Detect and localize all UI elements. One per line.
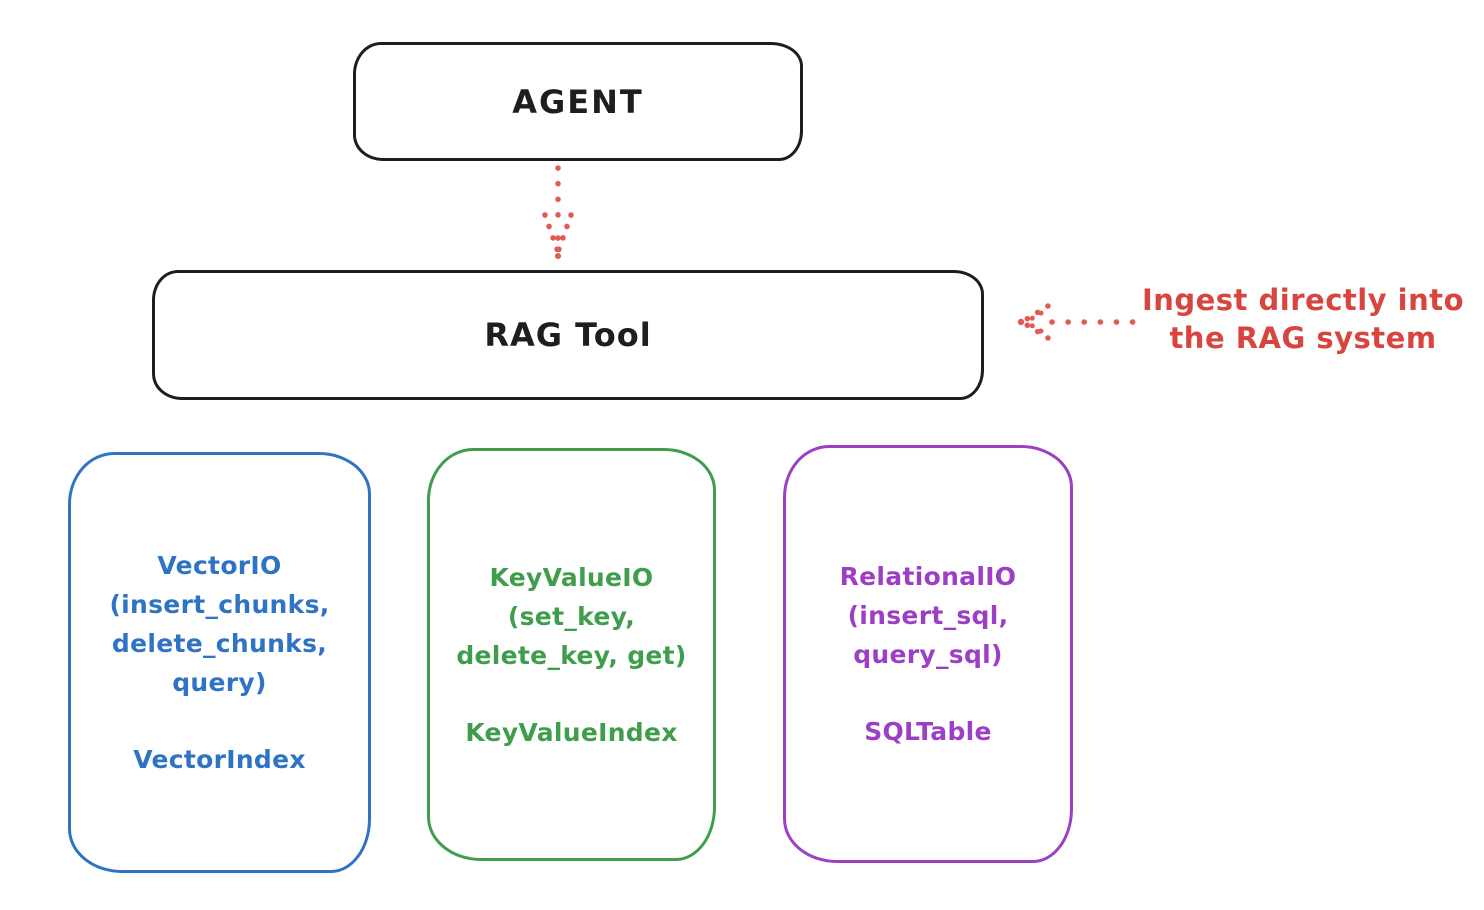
keyvalue-index-label: KeyValueIndex: [465, 717, 678, 747]
agent-box: AGENT: [353, 42, 803, 161]
ingest-annotation-line1: Ingest directly into: [1141, 283, 1465, 317]
vector-index-label: VectorIndex: [133, 745, 306, 774]
ingest-annotation-line2: the RAG system: [1169, 321, 1437, 355]
relational-io-card: RelationalIO (insert_sql, query_sql) SQL…: [783, 445, 1073, 863]
dotted-left-arrow-icon: [1017, 303, 1137, 341]
relational-io-title: RelationalIO: [839, 562, 1017, 591]
vector-io-signature: VectorIO (insert_chunks, delete_chunks, …: [109, 546, 329, 702]
sql-table-label: SQLTable: [864, 717, 992, 746]
relational-io-method-line: (insert_sql,: [847, 601, 1009, 630]
vector-io-method-line: query): [172, 668, 267, 697]
keyvalue-io-title: KeyValueIO: [489, 562, 654, 592]
keyvalue-io-signature: KeyValueIO (set_key, delete_key, get): [456, 558, 686, 675]
relational-io-signature: RelationalIO (insert_sql, query_sql): [840, 557, 1017, 674]
keyvalue-io-method-line: delete_key, get): [456, 640, 687, 670]
agent-box-label: AGENT: [512, 82, 644, 121]
vector-io-card: VectorIO (insert_chunks, delete_chunks, …: [68, 452, 371, 873]
keyvalue-io-method-line: (set_key,: [507, 601, 636, 631]
vector-io-title: VectorIO: [157, 551, 282, 580]
vector-io-method-line: (insert_chunks,: [109, 590, 330, 619]
dotted-down-arrow-icon: [542, 165, 574, 259]
relational-io-method-line: query_sql): [853, 640, 1003, 669]
keyvalue-io-card: KeyValueIO (set_key, delete_key, get) Ke…: [427, 448, 716, 861]
ingest-annotation: Ingest directly into the RAG system: [1128, 281, 1478, 357]
rag-tool-box-label: RAG Tool: [484, 316, 652, 354]
rag-tool-box: RAG Tool: [152, 270, 984, 400]
vector-io-method-line: delete_chunks,: [111, 629, 328, 658]
